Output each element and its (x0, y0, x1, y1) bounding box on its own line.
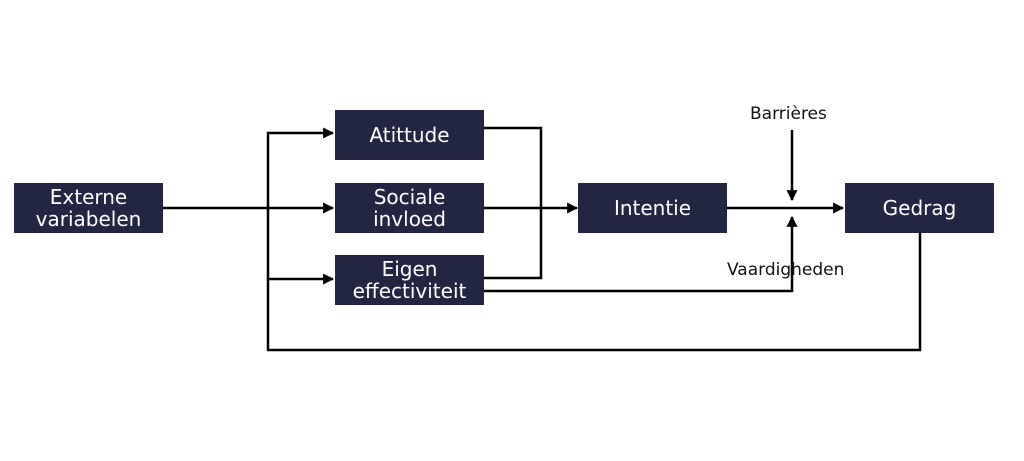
node-externe-line2: variabelen (35, 207, 142, 231)
node-intentie: Intentie (578, 183, 727, 233)
node-attitude-label: Atittude (369, 123, 450, 147)
node-externe-line1: Externe (49, 185, 128, 209)
edge-externe-attitude (266, 127, 335, 208)
edge-attitude-intentie (484, 126, 543, 208)
node-sociale-invloed: Sociale invloed (335, 183, 484, 233)
node-sociale-line2: invloed (373, 207, 446, 231)
node-gedrag-label: Gedrag (882, 196, 957, 220)
label-vaardigheden: Vaardigheden (727, 260, 845, 280)
node-attitude: Atittude (335, 110, 484, 160)
edge-gedrag-feedback (266, 233, 922, 352)
node-eigen-line2: effectiviteit (352, 279, 467, 303)
node-externe-variabelen: Externe variabelen (14, 183, 163, 233)
label-barrieres: Barrières (750, 104, 827, 124)
node-intentie-label: Intentie (613, 196, 692, 220)
node-eigen-effectiviteit: Eigen effectiviteit (335, 255, 484, 305)
node-sociale-line1: Sociale (373, 185, 446, 209)
edge-eigen-intentie (484, 208, 543, 280)
edge-eigen-vaardigheden (484, 215, 798, 293)
node-eigen-line1: Eigen (381, 257, 438, 281)
node-gedrag: Gedrag (845, 183, 994, 233)
edge-externe-eigen (266, 208, 335, 285)
